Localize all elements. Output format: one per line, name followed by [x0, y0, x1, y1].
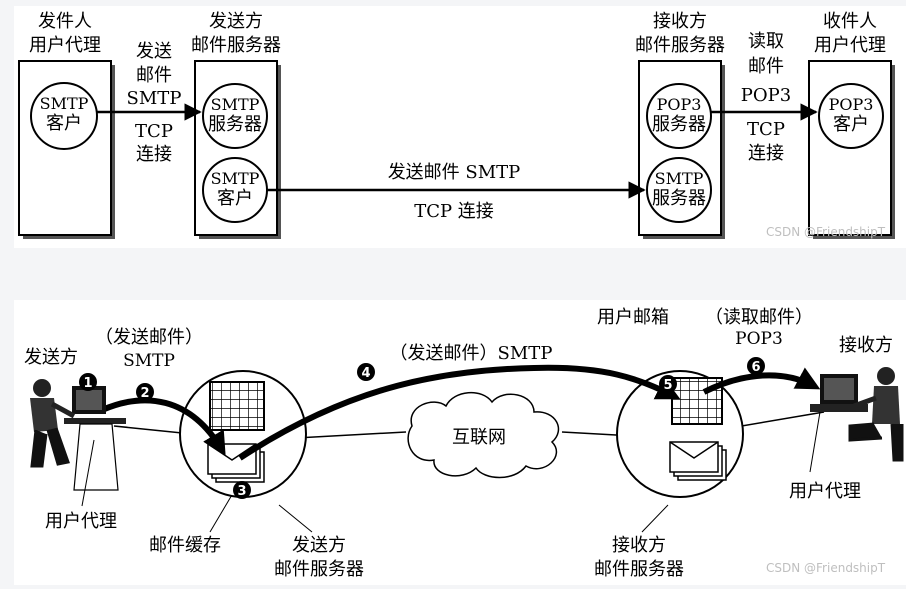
- send-queue-grid: [209, 381, 265, 431]
- arrow1-label-line5: 连接: [136, 144, 172, 165]
- arrow1-label-line4: TCP: [135, 121, 173, 142]
- sender-label: 发送方: [24, 347, 78, 368]
- step-badge-6: 6: [747, 357, 765, 375]
- send-ua-pointer: [81, 439, 95, 507]
- recv-server-label-line1: 接收方: [612, 535, 666, 556]
- pop3-server-circle: [646, 83, 712, 149]
- internet-link-left: [295, 431, 407, 439]
- smtp-client-circle: [30, 82, 98, 150]
- arrow2-label-line4: TCP: [747, 119, 785, 140]
- arrow1-label-line2: 邮件: [136, 65, 172, 86]
- step-number-4: 4: [361, 366, 370, 381]
- internet-label: 互联网: [452, 427, 506, 448]
- smtp-server-circle: [202, 83, 268, 149]
- step-number-5: 5: [663, 378, 672, 393]
- receiver-person-computer: [810, 367, 904, 462]
- long-arrow-label-bottom: TCP 连接: [414, 201, 494, 222]
- pop3-client-label-line2: 客户: [833, 114, 869, 135]
- step4-label: （发送邮件）SMTP: [389, 343, 553, 364]
- smtp-server2-label-line2: 服务器: [652, 188, 706, 209]
- sender-ua-title-line2: 用户代理: [29, 35, 101, 56]
- step-badge-2: 2: [136, 383, 154, 401]
- ua-link-line-left: [113, 425, 193, 435]
- long-arrow-label-top: 发送邮件 SMTP: [387, 162, 521, 183]
- send-server-title-line2: 邮件服务器: [191, 35, 281, 56]
- recv-ua-title-line2: 用户代理: [814, 35, 886, 56]
- arrow2-label-line5: 连接: [748, 143, 784, 164]
- arrow1-label-line3: SMTP: [126, 88, 182, 109]
- recv-ua-pointer: [809, 411, 821, 473]
- top-watermark: CSDN @FriendshipT: [766, 225, 886, 239]
- top-diagram-panel: 发件人 用户代理 SMTP 客户 发送 邮件 SMTP TCP 连接 发送方 邮…: [14, 6, 906, 248]
- sender-ua-label: 用户代理: [45, 511, 117, 532]
- flow-arrow-ua-to-server: [100, 397, 226, 457]
- step-number-1: 1: [83, 376, 92, 391]
- pop3-server-label-line1: POP3: [656, 95, 702, 114]
- flow-arrow-mailbox-to-ua: [702, 367, 821, 395]
- step-badge-3: 3: [233, 481, 251, 499]
- smtp-server-label-line1: SMTP: [210, 95, 260, 114]
- mail-cache-label: 邮件缓存: [149, 535, 221, 556]
- internet-cloud: [407, 392, 560, 479]
- arrow2-label-line2: 邮件: [748, 56, 784, 77]
- recv-envelope-stack: [669, 441, 727, 481]
- recv-server-pointer: [641, 504, 669, 533]
- receiver-label: 接收方: [839, 335, 893, 356]
- step-number-3: 3: [237, 484, 246, 499]
- smtp-client2-label-line1: SMTP: [210, 169, 260, 188]
- recv-ua-title-line1: 收件人: [823, 11, 877, 32]
- arrow2-label-line1: 读取: [748, 31, 784, 52]
- step6-label-line1: （读取邮件）: [705, 307, 813, 328]
- smtp-client-label-line1: SMTP: [39, 94, 89, 113]
- mailbox-label: 用户邮箱: [597, 307, 669, 328]
- recv-ua-label: 用户代理: [789, 481, 861, 502]
- bottom-diagram-graphics: 1 2 3 4 5 6: [30, 357, 904, 533]
- smtp-client2-label-line2: 客户: [217, 188, 253, 209]
- send-server-pointer: [278, 504, 313, 533]
- step-number-6: 6: [751, 360, 760, 375]
- step2-label-line1: （发送邮件）: [95, 327, 203, 348]
- recv-server-label-line2: 邮件服务器: [594, 559, 684, 580]
- send-server-label-line2: 邮件服务器: [274, 559, 364, 580]
- pop3-server-label-line2: 服务器: [652, 114, 706, 135]
- step2-label-line2: SMTP: [123, 351, 175, 371]
- send-server-label-line1: 发送方: [292, 535, 346, 556]
- step-badge-1: 1: [79, 373, 97, 391]
- sender-person-computer: [30, 379, 126, 491]
- arrow2-label-line3: POP3: [740, 85, 792, 106]
- recv-server-title-line2: 邮件服务器: [635, 35, 725, 56]
- pop3-client-circle: [818, 83, 884, 149]
- step-badge-4: 4: [357, 363, 375, 381]
- smtp-server2-circle: [646, 157, 712, 223]
- sender-ua-title-line1: 发件人: [38, 11, 92, 32]
- top-diagram-graphics: [18, 60, 895, 239]
- arrow1-label-line1: 发送: [136, 41, 172, 62]
- step6-label-line2: POP3: [735, 329, 783, 349]
- bottom-watermark: CSDN @FriendshipT: [766, 561, 886, 575]
- send-server-title-line1: 发送方: [209, 11, 263, 32]
- smtp-client-label-line2: 客户: [46, 113, 82, 134]
- step-badge-5: 5: [659, 375, 677, 393]
- smtp-server-label-line2: 服务器: [208, 114, 262, 135]
- smtp-server2-label-line1: SMTP: [654, 169, 704, 188]
- flow-arrow-server-to-server: [238, 364, 681, 461]
- recv-server-title-line1: 接收方: [653, 11, 707, 32]
- step-number-2: 2: [140, 386, 149, 401]
- bottom-diagram-panel: 1 2 3 4 5 6 发送方 （发送邮件） SMTP （发送邮件）SMTP 用…: [14, 300, 906, 585]
- pop3-client-label-line1: POP3: [828, 95, 874, 114]
